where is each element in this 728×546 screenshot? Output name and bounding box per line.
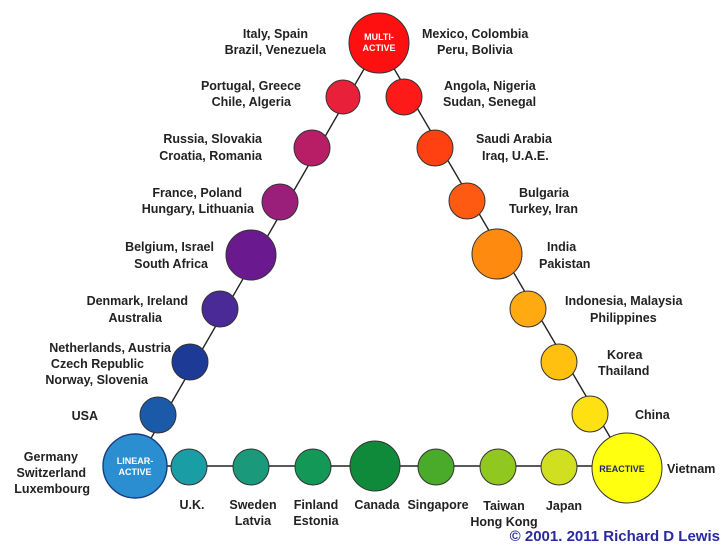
label-france-line-1: France, Poland — [152, 186, 242, 200]
node-korea — [540, 343, 578, 381]
node-uk — [170, 448, 208, 486]
label-bulgaria-line-1: Bulgaria — [519, 186, 570, 200]
label-uk: U.K. — [180, 498, 205, 512]
hub-multi-active — [348, 12, 410, 74]
node-mexico — [385, 78, 423, 116]
hub-reactive-label: REACTIVE — [599, 464, 645, 474]
label-singapore: Singapore — [407, 498, 468, 512]
label-germany-line-1: Germany — [24, 450, 78, 464]
label-saudi-line-2: Iraq, U.A.E. — [482, 149, 549, 163]
label-india-line-1: India — [547, 240, 577, 254]
node-japan — [540, 448, 578, 486]
hub-linear-active-line-2: ACTIVE — [118, 467, 151, 477]
label-finland-line-2: Estonia — [293, 514, 339, 528]
hub-multi-active-line-1: MULTI- — [364, 32, 394, 42]
node-singapore — [417, 448, 455, 486]
node-usa — [139, 396, 177, 434]
label-france-line-2: Hungary, Lithuania — [142, 202, 255, 216]
hub-multi-active-line-2: ACTIVE — [362, 43, 395, 53]
node-netherlands — [171, 343, 209, 381]
label-portugal-line-1: Portugal, Greece — [201, 79, 301, 93]
label-netherlands-line-1: Netherlands, Austria — [49, 341, 172, 355]
label-italy-line-1: Italy, Spain — [243, 27, 308, 41]
label-netherlands-line-3: Norway, Slovenia — [45, 373, 149, 387]
node-france — [261, 183, 299, 221]
hub-reactive — [591, 432, 663, 504]
label-china: China — [635, 408, 671, 422]
node-sweden — [232, 448, 270, 486]
label-belgium-line-2: South Africa — [134, 257, 209, 271]
label-germany-line-2: Switzerland — [17, 466, 86, 480]
label-netherlands-line-2: Czech Republic — [51, 357, 144, 371]
label-indonesia-line-2: Philippines — [590, 311, 657, 325]
node-bulgaria — [448, 182, 486, 220]
node-finland — [294, 448, 332, 486]
copyright-notice: © 2001. 2011 Richard D Lewis — [510, 528, 720, 545]
label-saudi-line-1: Saudi Arabia — [476, 132, 553, 146]
label-belgium-line-1: Belgium, Israel — [125, 240, 214, 254]
label-korea-line-1: Korea — [607, 348, 643, 362]
label-taiwan-line-1: Taiwan — [483, 499, 524, 513]
label-usa: USA — [72, 409, 98, 423]
label-russia-line-2: Croatia, Romania — [159, 149, 263, 163]
label-italy-line-2: Brazil, Venezuela — [225, 43, 327, 57]
node-belgium — [225, 229, 277, 281]
label-taiwan-line-2: Hong Kong — [470, 515, 537, 529]
label-denmark-line-1: Denmark, Ireland — [87, 294, 188, 308]
label-japan: Japan — [546, 499, 582, 513]
label-angola-line-1: Angola, Nigeria — [444, 79, 537, 93]
label-sweden-line-1: Sweden — [229, 498, 276, 512]
hub-linear-active-line-1: LINEAR- — [117, 456, 154, 466]
label-mexico-line-1: Mexico, Colombia — [422, 27, 529, 41]
node-indonesia — [509, 290, 547, 328]
node-canada — [349, 440, 401, 492]
label-vietnam: Vietnam — [667, 462, 715, 476]
label-denmark-line-2: Australia — [109, 311, 164, 325]
node-italy-spain — [325, 79, 361, 115]
label-indonesia-line-1: Indonesia, Malaysia — [565, 294, 683, 308]
label-mexico-line-2: Peru, Bolivia — [437, 43, 514, 57]
label-finland-line-1: Finland — [294, 498, 338, 512]
label-korea-line-2: Thailand — [598, 364, 649, 378]
label-germany-line-3: Luxembourg — [14, 482, 90, 496]
label-bulgaria-line-2: Turkey, Iran — [509, 202, 578, 216]
node-china — [571, 395, 609, 433]
node-taiwan — [479, 448, 517, 486]
node-russia — [293, 129, 331, 167]
label-india-line-2: Pakistan — [539, 257, 590, 271]
label-portugal-line-2: Chile, Algeria — [212, 95, 292, 109]
label-canada: Canada — [354, 498, 400, 512]
node-india — [471, 228, 523, 280]
label-russia-line-1: Russia, Slovakia — [163, 132, 263, 146]
node-saudi — [416, 129, 454, 167]
label-sweden-line-2: Latvia — [235, 514, 272, 528]
hub-linear-active — [102, 433, 168, 499]
node-denmark — [201, 290, 239, 328]
triangle-edges — [134, 42, 628, 467]
label-angola-line-2: Sudan, Senegal — [443, 95, 536, 109]
